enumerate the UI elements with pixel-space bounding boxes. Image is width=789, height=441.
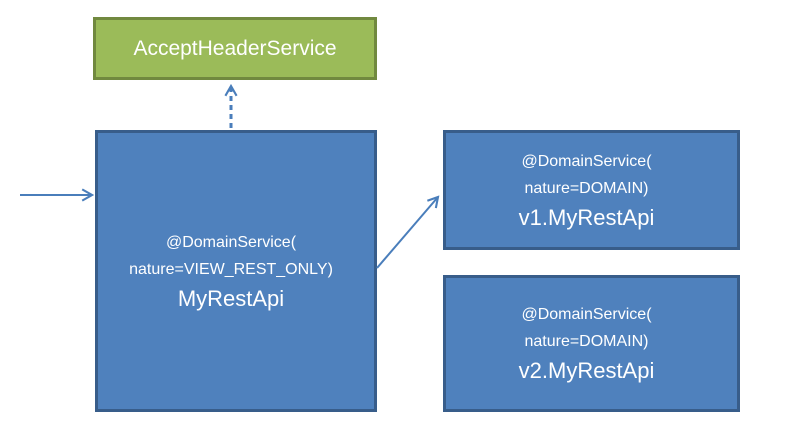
v2-text-block: @DomainService( nature=DOMAIN) v2.MyRest…: [519, 301, 665, 386]
node-acceptheaderservice: AcceptHeaderService: [93, 17, 377, 80]
node-v2-myrestapi: @DomainService( nature=DOMAIN) v2.MyRest…: [443, 275, 740, 412]
v2-myrestapi-name: v2.MyRestApi: [518, 358, 655, 383]
node-myrestapi: @DomainService( nature=VIEW_REST_ONLY) M…: [95, 130, 377, 412]
arrow-myrestapi-to-v1: [376, 197, 438, 269]
myrestapi-annotation-line2: nature=VIEW_REST_ONLY): [129, 260, 333, 278]
v1-annotation-line1: @DomainService(: [521, 152, 652, 170]
v2-annotation-line1: @DomainService(: [521, 306, 652, 323]
v1-annotation-line2: nature=DOMAIN): [524, 179, 649, 197]
myrestapi-text-block: @DomainService( nature=VIEW_REST_ONLY) M…: [129, 229, 343, 314]
v1-myrestapi-name: v1.MyRestApi: [518, 204, 655, 230]
v2-annotation-line2: nature=DOMAIN): [524, 333, 649, 350]
node-v1-myrestapi: @DomainService( nature=DOMAIN) v1.MyRest…: [443, 130, 740, 250]
acceptheaderservice-label: AcceptHeaderService: [133, 36, 337, 60]
myrestapi-name: MyRestApi: [177, 285, 285, 311]
myrestapi-annotation-line1: @DomainService(: [165, 233, 297, 251]
v1-text-block: @DomainService( nature=DOMAIN) v1.MyRest…: [519, 148, 665, 233]
